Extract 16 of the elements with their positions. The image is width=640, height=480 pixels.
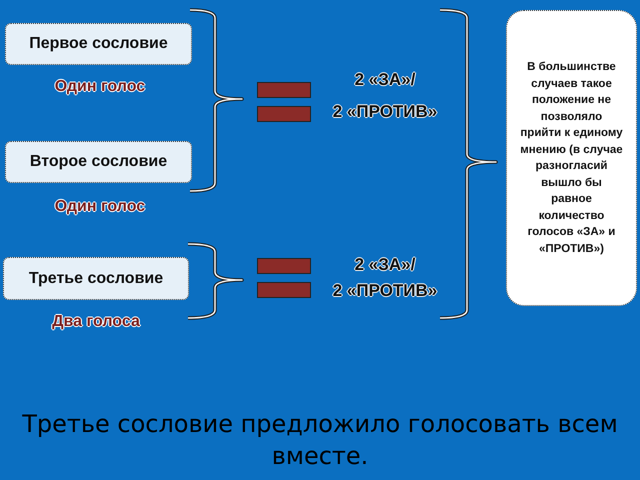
estate-box — [5, 141, 192, 183]
estate-box — [3, 257, 189, 300]
vote-count-label: Один голос — [54, 197, 146, 217]
estate-label: Третье сословие — [28, 268, 164, 288]
vote-result-label: 2 «ПРОТИВ» — [332, 101, 438, 123]
note-box — [506, 10, 637, 306]
estate-label: Второе сословие — [30, 152, 168, 172]
estate-box — [5, 23, 192, 65]
vote-result-label: 2 «ПРОТИВ» — [332, 280, 438, 302]
estate-label: Первое сословие — [29, 34, 168, 54]
vote-result-label: 2 «ЗА»/ — [354, 69, 416, 91]
vote-count-label: Один голос — [54, 77, 146, 97]
note-text: В большинстве случаев такое положение не позволяло прийти к единому мнению (в случае разногласий вышло бы равное количество голосов «ЗА» и «ПРОТИВ») — [520, 60, 624, 256]
vote-count-label: Два голоса — [52, 312, 140, 332]
vote-result-label: 2 «ЗА»/ — [354, 254, 416, 276]
caption-text: Третье сословие предложило голосовать всем вместе. — [21, 409, 619, 472]
